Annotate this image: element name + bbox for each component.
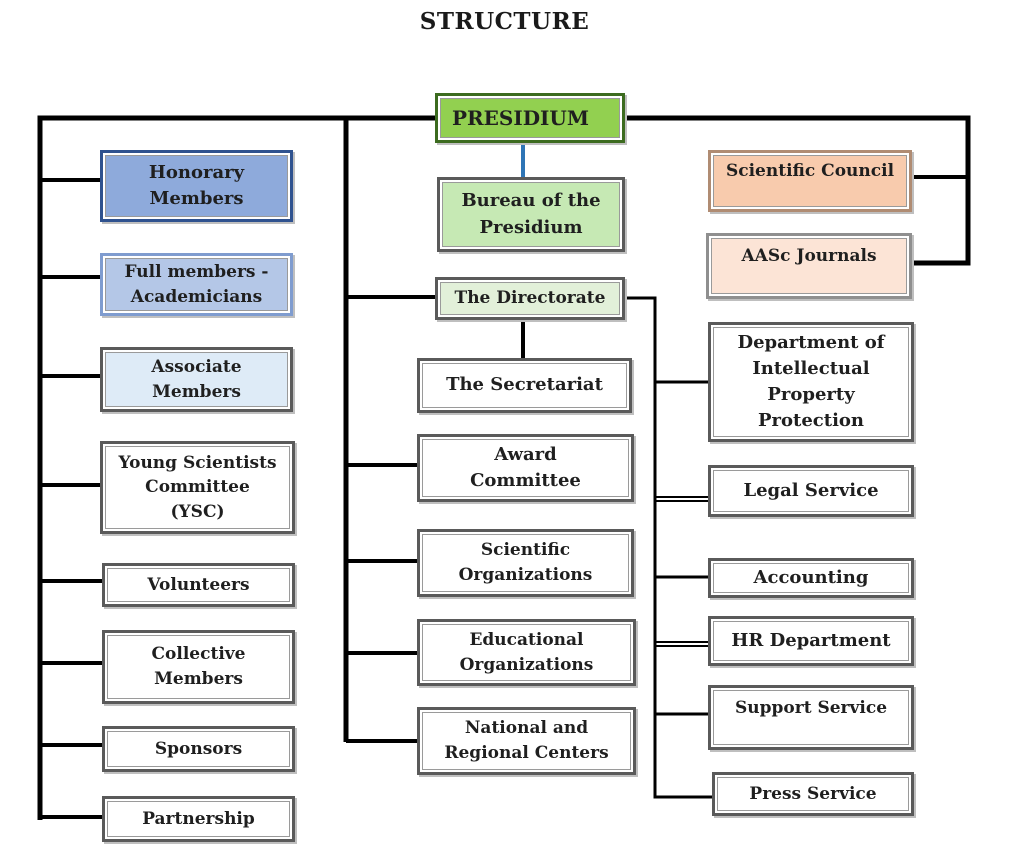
- sponsors-label: Sponsors: [154, 738, 243, 759]
- connector-top-right: [624, 115, 971, 266]
- support-service-box: Support Service: [708, 685, 914, 750]
- legal-label: Legal Service: [743, 479, 879, 501]
- scientific-council-box: Scientific Council: [708, 150, 912, 212]
- partnership-label: Partnership: [142, 808, 255, 829]
- accounting-box: Accounting: [708, 558, 914, 598]
- hr-label: HR Department: [731, 629, 891, 651]
- press-label: Press Service: [749, 783, 877, 804]
- partnership-box: Partnership: [102, 796, 295, 842]
- directorate-label: The Directorate: [454, 288, 606, 309]
- volunteers-box: Volunteers: [102, 563, 295, 607]
- secretariat-box: The Secretariat: [417, 358, 632, 413]
- scientific-council-label: Scientific Council: [725, 161, 895, 181]
- directorate-box: The Directorate: [435, 277, 625, 320]
- connector-services-trunk: [624, 296, 712, 799]
- secretariat-label: The Secretariat: [446, 374, 603, 396]
- sponsors-box: Sponsors: [102, 726, 295, 772]
- support-label: Support Service: [734, 698, 888, 718]
- hr-department-box: HR Department: [708, 616, 914, 666]
- legal-service-box: Legal Service: [708, 465, 914, 517]
- full-members-label: Full members -Academicians: [124, 261, 269, 307]
- journals-label: AASc Journals: [741, 246, 877, 266]
- full-members-box: Full members -Academicians: [100, 253, 293, 316]
- presidium-label: PRESIDIUM: [452, 105, 589, 130]
- page-title: STRUCTURE: [419, 8, 590, 35]
- press-service-box: Press Service: [712, 772, 914, 816]
- volunteers-label: Volunteers: [147, 574, 250, 595]
- accounting-label: Accounting: [753, 566, 869, 588]
- presidium-box: PRESIDIUM: [435, 93, 625, 143]
- connector-top-left: [37, 115, 435, 820]
- aasc-journals-box: AASc Journals: [706, 233, 912, 299]
